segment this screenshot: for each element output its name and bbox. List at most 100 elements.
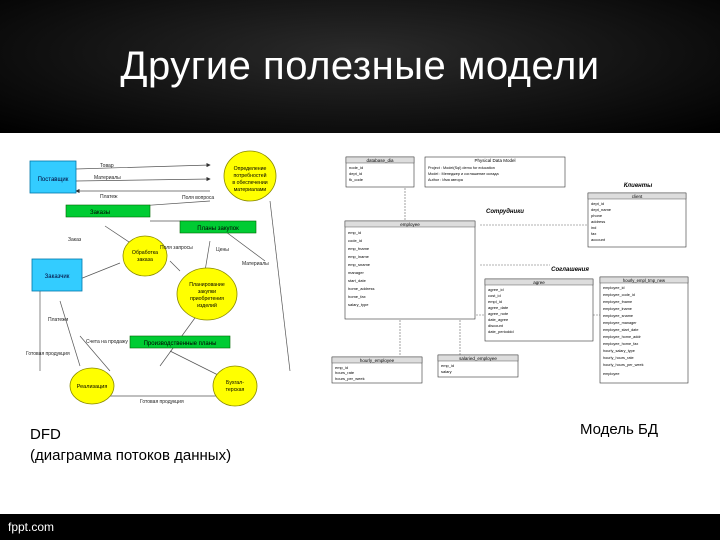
db-field: hourly_hours_rate — [603, 356, 634, 360]
db-table-client — [587, 192, 687, 248]
db-field: employee_lname — [603, 307, 632, 311]
db-label-employees: Сотрудники — [486, 209, 524, 215]
caption-dfd-line1: DFD — [30, 426, 61, 443]
db-field: employee_sname — [603, 314, 633, 318]
dfd-external-customer — [31, 258, 83, 292]
db-table-name: hourly_empl_tmp_new — [623, 278, 666, 283]
db-model-row: Project : Model(Sql) demo for education — [428, 166, 495, 170]
db-field: employee_start_date — [603, 328, 638, 332]
dfd-store-production-label: Производственные планы — [144, 341, 217, 347]
db-field: hourly_hours_per_week — [603, 363, 644, 367]
db-field: ind — [591, 225, 596, 230]
dfd-process-planning — [176, 267, 238, 321]
db-field: emp_lname — [348, 254, 370, 259]
db-field: hours_rate — [335, 370, 355, 375]
caption-dfd-line2: (диаграмма потоков данных) — [30, 447, 232, 464]
db-field: emp_id — [335, 365, 348, 370]
db-model-row: Model : Менеджер и соглашение склада — [428, 172, 500, 176]
db-field: emp_id — [348, 230, 361, 235]
dfd-external-customer-label: Заказчик — [45, 274, 70, 280]
dfd-flow-label: Платеж — [100, 194, 118, 200]
db-field: employee — [603, 372, 619, 376]
db-field: dept_id — [591, 201, 604, 206]
db-table-name: employee — [400, 222, 420, 227]
dfd-process-needs — [223, 150, 277, 202]
db-model-info — [424, 156, 566, 188]
db-field: address — [591, 219, 605, 224]
db-field: start_date — [348, 278, 367, 283]
db-field: employee_fname — [603, 300, 632, 304]
slide-footer: fppt.com — [0, 514, 720, 540]
db-field: employee_id — [603, 286, 625, 290]
db-label-agreements: Соглашения — [551, 267, 589, 273]
db-field: dept_name — [591, 207, 612, 212]
caption-db: Модель БД — [580, 421, 659, 438]
db-field: employee_home_addr — [603, 335, 642, 339]
dfd-store-production — [129, 335, 231, 349]
db-field: code_id — [348, 238, 362, 243]
dfd-process-sales-label: Реализация — [77, 384, 108, 390]
db-field: cost_id — [488, 293, 501, 298]
db-field: emp_fname — [348, 246, 370, 251]
dfd-flow-label: Материалы — [94, 175, 121, 181]
caption-dfd: DFD (диаграмма потоков данных) — [30, 424, 231, 466]
dfd-external-supplier — [29, 160, 77, 194]
dfd-flow-label: Готовая продукция — [26, 351, 70, 357]
dfd-flow-label: Поля запросы — [160, 245, 193, 251]
db-table-hourly-tmp — [599, 276, 689, 384]
db-field: empl_id — [488, 299, 502, 304]
db-table-name: database_dia — [366, 158, 394, 163]
dfd-flow-label: Счета на продажу — [86, 339, 128, 345]
db-table-name: agree — [533, 280, 545, 285]
db-field: fax — [591, 231, 596, 236]
slide-title: Другие полезные модели — [120, 44, 600, 88]
dfd-store-plans-label: Планы закупок — [197, 226, 239, 232]
dfd-store-orders-label: Заказы — [90, 210, 110, 216]
db-field: home_fax — [348, 294, 366, 299]
db-field: account — [591, 237, 606, 242]
db-field: emp_sname — [348, 262, 371, 267]
db-model-row: Author : Имя автора — [428, 178, 464, 182]
db-field: hours_per_week — [335, 376, 365, 381]
dfd-process-sales — [69, 367, 115, 405]
dfd-store-plans — [179, 220, 257, 234]
db-field: salary_type — [348, 302, 369, 307]
db-field: agree_id — [488, 287, 504, 292]
dfd-process-orders — [122, 235, 168, 277]
dfd-flow-label: Платежи — [48, 317, 68, 323]
db-field: node_id — [349, 165, 363, 170]
db-field: dept_id — [349, 171, 362, 176]
dfd-external-supplier-label: Поставщик — [38, 177, 69, 183]
dfd-flow-label: Поля вопроса — [182, 195, 214, 201]
db-field: agree_note — [488, 311, 509, 316]
db-field: date_perioddd — [488, 329, 514, 334]
db-field: employee_home_fax — [603, 342, 638, 346]
dfd-flow-label: Материалы — [242, 261, 269, 267]
db-table-agreement — [484, 278, 594, 342]
slide-header: Другие полезные модели — [0, 0, 720, 133]
dfd-flow-label: Готовая продукция — [140, 399, 184, 405]
footer-brand: fppt.com — [8, 520, 55, 534]
dfd-process-accounting-label: Бухгал-терская — [226, 380, 245, 393]
db-field: phone — [591, 213, 603, 218]
dfd-flow-label: Товар — [100, 163, 114, 169]
db-field: agree_date — [488, 305, 509, 310]
db-field: home_address — [348, 286, 374, 291]
dfd-process-accounting — [212, 365, 258, 407]
db-field: emp_id — [441, 363, 454, 368]
db-table-name: hourly_employee — [360, 358, 395, 363]
db-diagram: database_dia node_id dept_id fk_code Phy… — [331, 156, 689, 384]
db-field: fk_code — [349, 177, 364, 182]
db-field: manager — [348, 270, 364, 275]
db-model-title: Physical Data Model — [474, 158, 515, 163]
db-table-name: salaried_employee — [459, 356, 497, 361]
db-label-clients: Клиенты — [624, 183, 653, 189]
db-field: employee_code_id — [603, 293, 635, 297]
db-field: employee_manager — [603, 321, 637, 325]
dfd-store-orders — [65, 204, 151, 218]
